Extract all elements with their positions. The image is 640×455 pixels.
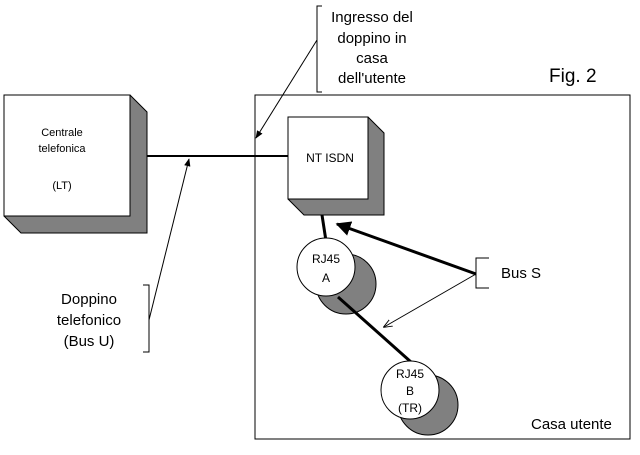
entry-note-bracket (316, 5, 322, 93)
rj45a-to-rj45b-line (337, 295, 412, 364)
rj45-a-line1: RJ45 (312, 252, 340, 266)
nt-to-rj45a-line (320, 214, 328, 242)
bus-s-note: Bus S (335, 221, 541, 327)
rj45-b-line1: RJ45 (396, 367, 424, 381)
entry-note: Ingresso del doppino in casa dell'utente (255, 5, 413, 139)
entry-note-line4: dell'utente (338, 70, 406, 87)
bus-u-note-line2: telefonico (57, 312, 121, 329)
bus-u-note-bracket (143, 284, 150, 353)
bus-s-arrow-bold (335, 221, 477, 276)
central-label-line3: (LT) (52, 180, 71, 192)
rj45-a-line2: A (322, 271, 330, 285)
nt-isdn-label: NT ISDN (306, 151, 354, 165)
bus-s-arrow-thin (384, 273, 477, 327)
bus-u-note-arrow (148, 158, 191, 321)
entry-note-arrow (255, 39, 318, 139)
entry-note-line3: casa (356, 50, 388, 67)
bus-u-note: Doppino telefonico (Bus U) (57, 158, 191, 353)
figure-label: Fig. 2 (549, 66, 597, 87)
house-label: Casa utente (531, 416, 612, 433)
entry-note-line2: doppino in (337, 30, 406, 47)
bus-u-note-line3: (Bus U) (64, 333, 115, 350)
central-label-line1: Centrale (41, 127, 83, 139)
bus-s-note-label: Bus S (501, 265, 541, 282)
bus-u-note-line1: Doppino (61, 291, 117, 308)
rj45-b-line2: B (406, 384, 414, 398)
entry-note-line1: Ingresso del (331, 9, 413, 26)
central-exchange-box: Centrale telefonica (LT) (3, 94, 148, 234)
rj45-b-line3: (TR) (398, 401, 422, 415)
nt-isdn-box: NT ISDN (287, 116, 385, 216)
central-label-line2: telefonica (38, 143, 86, 155)
rj45-b-socket: RJ45 B (TR) (380, 360, 459, 436)
rj45-a-socket: RJ45 A (296, 237, 377, 315)
